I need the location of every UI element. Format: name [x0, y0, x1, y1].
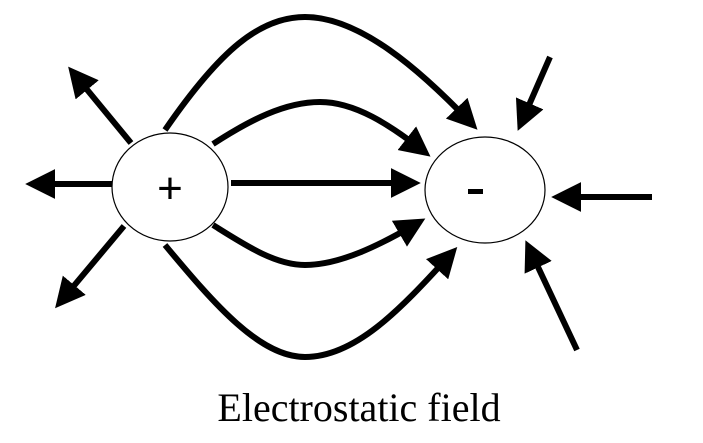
field-line-positive-down-left [55, 224, 127, 309]
negative-charge [424, 136, 546, 244]
field-line-top-outer [162, 13, 478, 132]
field-line-bottom-outer [162, 243, 458, 361]
field-line-top-inner [211, 98, 431, 157]
field-line-bottom-inner [211, 218, 426, 269]
positive-sign: + [157, 164, 183, 213]
field-line-negative-top [515, 55, 553, 131]
positive-charge: + [111, 132, 229, 242]
diagram-caption: Electrostatic field [217, 385, 501, 430]
negative-sign [468, 189, 483, 194]
field-line-positive-up-left [68, 66, 134, 145]
field-line-negative-bottom [524, 240, 580, 352]
